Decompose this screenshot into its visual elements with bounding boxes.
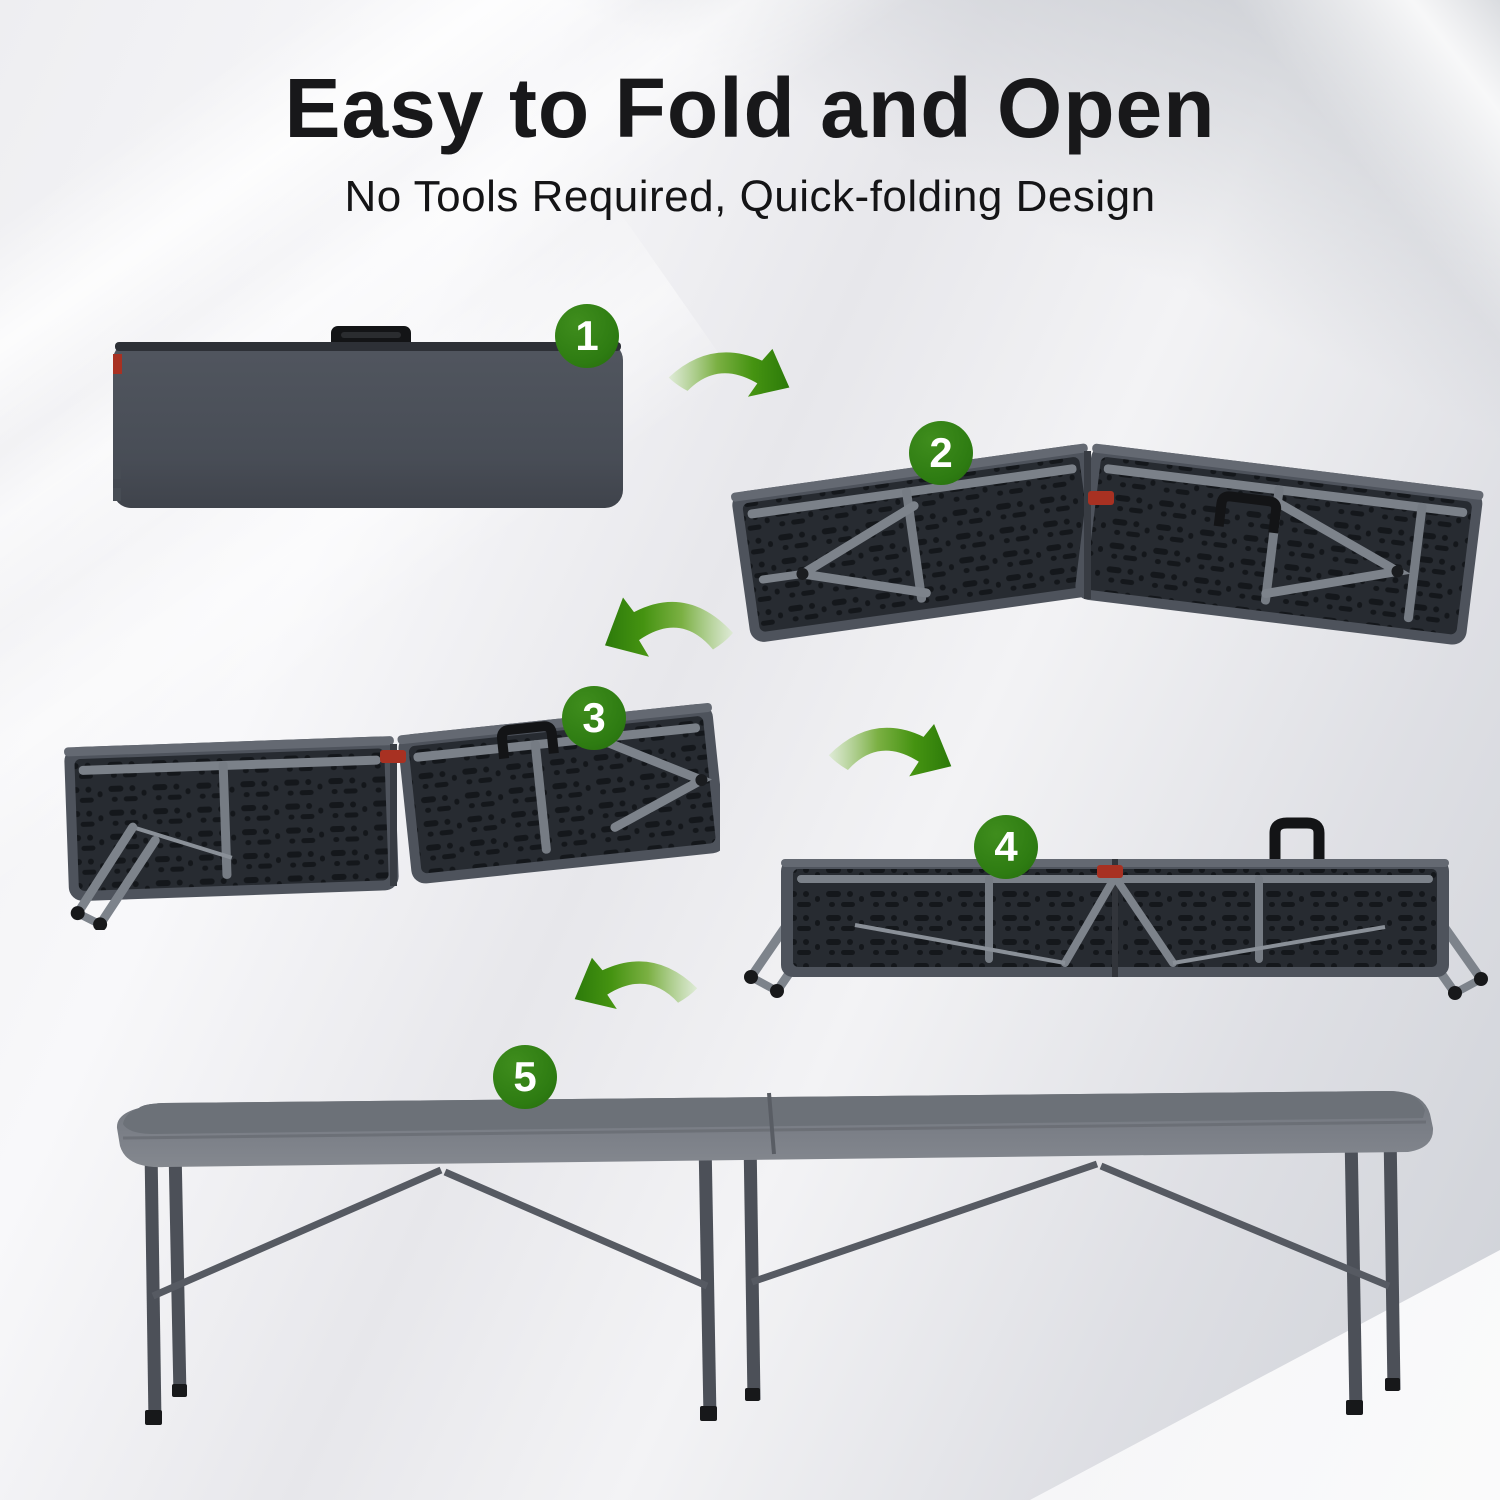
curved-arrow-icon — [664, 338, 796, 422]
step-number: 1 — [575, 312, 599, 359]
latch-red — [1088, 491, 1114, 505]
step5-assembled-bench-illustration — [93, 1078, 1458, 1443]
step3-unfolding-bench-illustration — [60, 700, 720, 930]
step4-open-underside-bench-illustration — [735, 815, 1500, 1025]
carry-handle — [1269, 817, 1325, 861]
step-badge-5: 5 — [493, 1045, 557, 1109]
seat-fold-seam — [767, 1092, 776, 1155]
latch-red — [113, 354, 122, 374]
curved-arrow-icon — [824, 712, 958, 804]
step1-folded-bench-illustration — [113, 316, 633, 516]
step-badge-4: 4 — [974, 815, 1038, 879]
step-number: 5 — [513, 1053, 537, 1100]
step-badge-1: 1 — [555, 304, 619, 368]
step-number: 4 — [994, 823, 1018, 870]
bench-feet — [145, 1378, 1400, 1425]
carry-handle — [496, 721, 559, 760]
latch-red — [380, 750, 406, 763]
page-subtitle: No Tools Required, Quick-folding Design — [344, 172, 1156, 222]
step-badge-3: 3 — [562, 686, 626, 750]
curved-arrow-icon — [568, 946, 702, 1036]
carry-handle — [1213, 491, 1282, 534]
step-number: 2 — [929, 429, 953, 476]
header: Easy to Fold and Open No Tools Required,… — [0, 64, 1500, 222]
latch-red — [1097, 865, 1123, 878]
step-number: 3 — [582, 694, 606, 741]
page-title: Easy to Fold and Open — [284, 61, 1216, 155]
step-badge-2: 2 — [909, 421, 973, 485]
curved-arrow-icon — [598, 584, 738, 688]
step2-half-open-bench-illustration — [722, 415, 1500, 655]
bench-braces — [151, 1160, 1391, 1300]
